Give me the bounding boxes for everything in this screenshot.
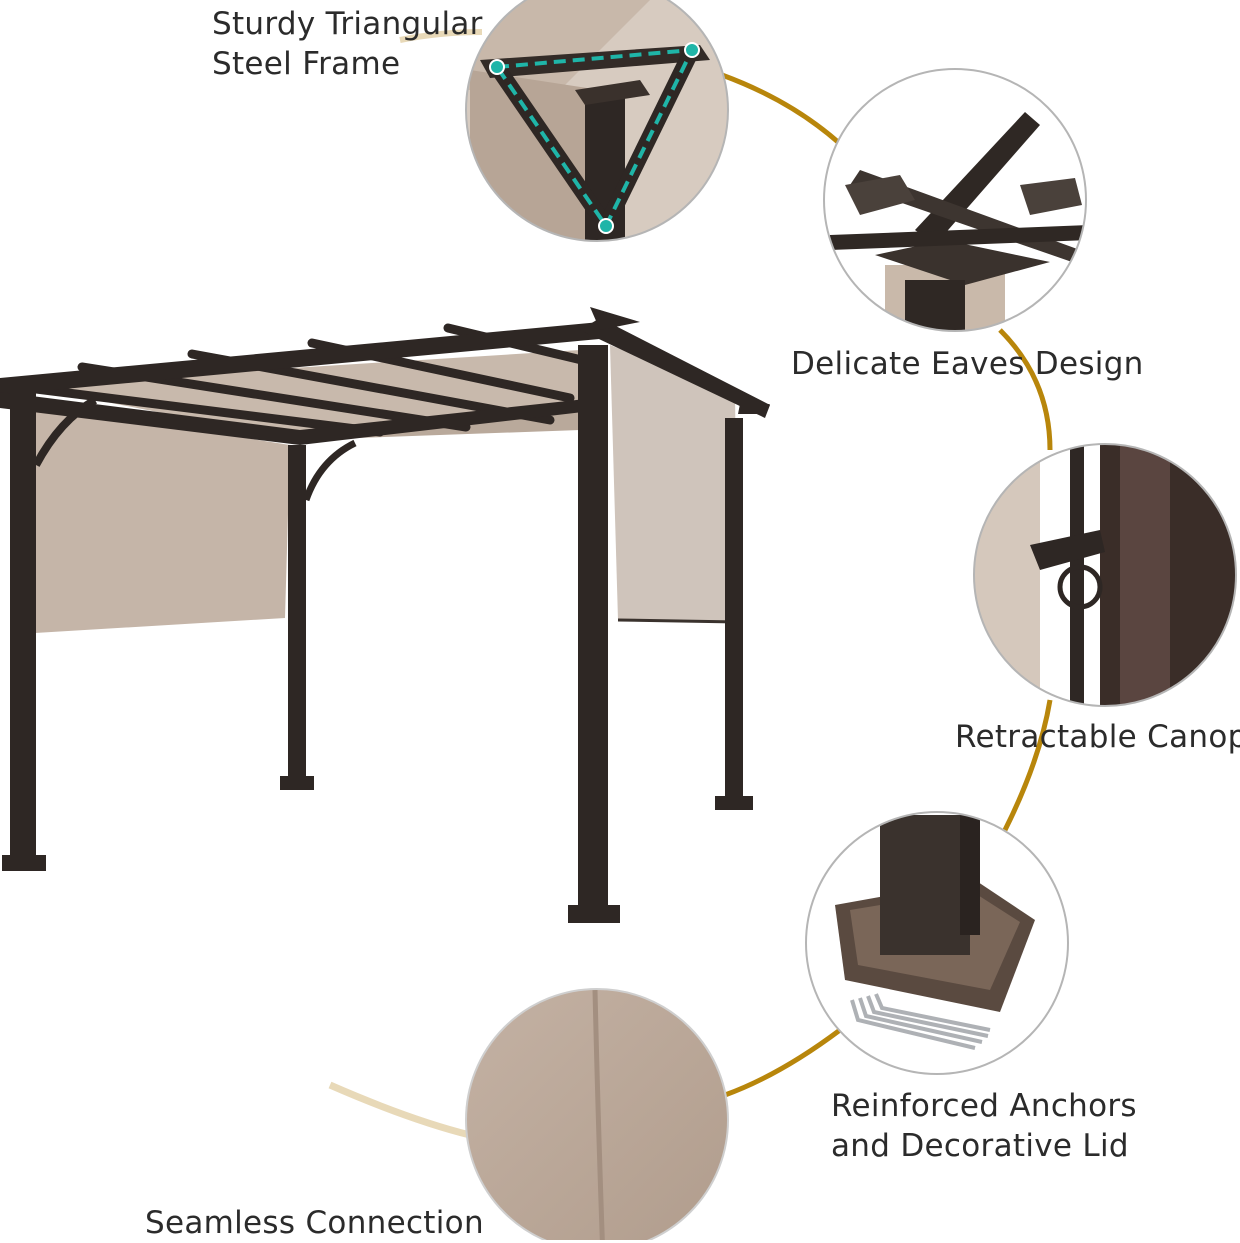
- canopy-ring-detail: [973, 443, 1237, 707]
- feature-label-line: Sturdy Triangular: [212, 6, 483, 42]
- feature-label-triangular-frame: Sturdy Triangular Steel Frame: [212, 4, 483, 84]
- triangle-frame-detail: [465, 0, 729, 242]
- feature-label-seamless: Seamless Connection: [145, 1205, 484, 1241]
- feature-label-eaves: Delicate Eaves Design: [791, 346, 1144, 382]
- feature-label-line: and Decorative Lid: [831, 1128, 1129, 1164]
- connector-line: [328, 1081, 471, 1139]
- feature-label-anchors: Reinforced Anchors and Decorative Lid: [831, 1086, 1137, 1166]
- feature-label-canopy: Retractable Canopy: [955, 719, 1240, 755]
- feature-label-line: Steel Frame: [212, 46, 401, 82]
- connector-line: [998, 328, 1053, 451]
- pergola-illustration: [0, 307, 770, 923]
- fabric-seam-detail: [465, 988, 729, 1240]
- feature-label-line: Reinforced Anchors: [831, 1088, 1137, 1124]
- anchor-base-detail: [805, 811, 1069, 1075]
- connector-line: [721, 72, 840, 144]
- eaves-joint-detail: [823, 68, 1087, 332]
- connector-line: [724, 1027, 842, 1098]
- connector-line: [399, 29, 483, 43]
- connector-line: [1002, 699, 1053, 832]
